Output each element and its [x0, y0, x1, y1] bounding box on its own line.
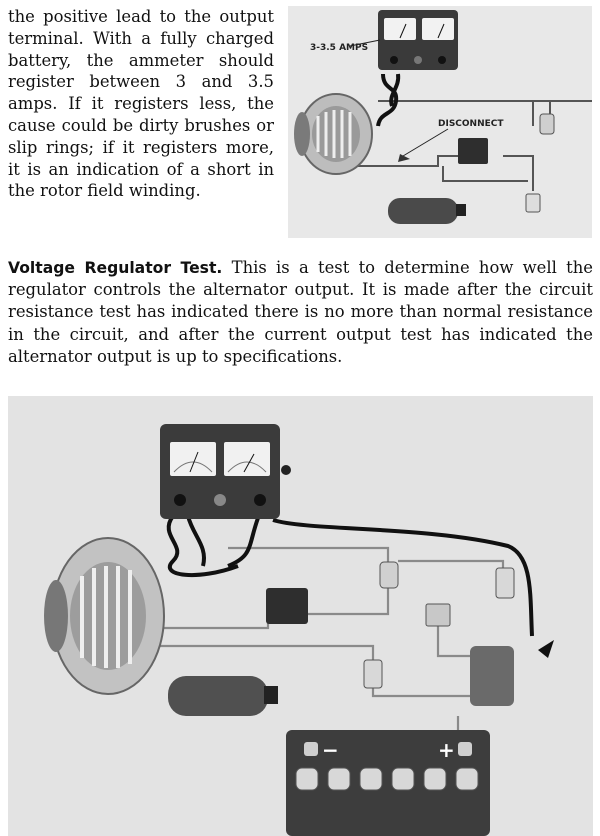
- test-meter: [160, 424, 291, 519]
- battery: − +: [286, 730, 490, 836]
- amps-label: 3-3.5 AMPS: [310, 43, 368, 53]
- test-meter: [378, 10, 458, 70]
- ignition-coil: [168, 676, 278, 716]
- alternator: [44, 537, 165, 695]
- regulator: [266, 588, 308, 624]
- voltage-regulator-paragraph: Voltage Regulator Test. This is a test t…: [8, 257, 593, 368]
- starter-solenoid: [470, 646, 514, 706]
- battery-positive-mark: +: [438, 738, 455, 762]
- ignition-coil: [388, 198, 458, 224]
- current-output-test-photo: 3-3.5 AMPS DISCONNECT: [288, 6, 592, 238]
- section-body: This is a test to determine how well the…: [8, 258, 593, 366]
- voltage-regulator-test-photo: − +: [8, 396, 593, 836]
- battery-negative-mark: −: [322, 738, 339, 762]
- disconnect-label: DISCONNECT: [438, 119, 504, 129]
- section-heading: Voltage Regulator Test.: [8, 259, 223, 277]
- alternator: [294, 93, 373, 175]
- ignition-switch: [379, 561, 399, 589]
- regulator: [458, 138, 488, 164]
- intro-paragraph: the positive lead to the output terminal…: [8, 7, 274, 201]
- ammeter-gauge: [425, 603, 451, 627]
